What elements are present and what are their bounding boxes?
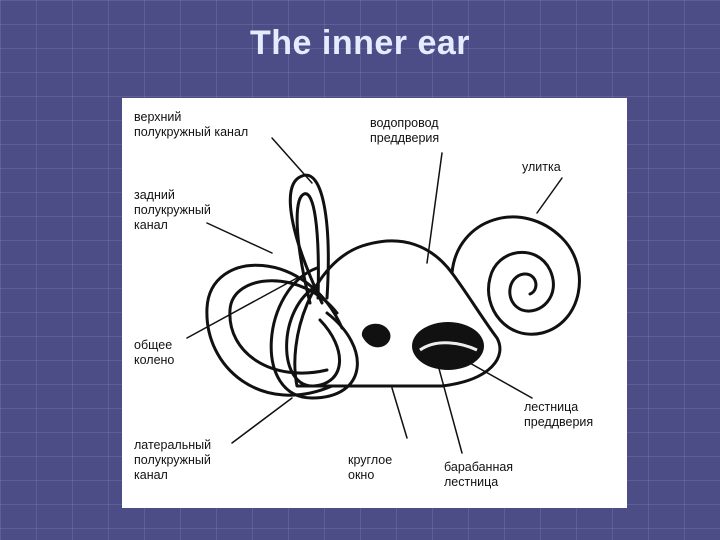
cochlea-shape [450, 215, 581, 336]
lateral-canal-shape [205, 263, 344, 397]
label-superior-canal: верхний полукружный канал [134, 110, 249, 139]
label-lateral-canal: латеральный полукружный канал [134, 438, 212, 482]
slide-title: The inner ear [249, 24, 470, 62]
inner-ear-drawing [186, 137, 581, 454]
label-vestibular-aqueduct: водопровод преддверия [370, 116, 440, 145]
label-round-window: круглое окно [348, 453, 393, 482]
inner-ear-diagram: верхний полукружный канал водопровод пре… [122, 98, 627, 508]
label-scala-vestibuli: лестница преддверия [524, 400, 594, 429]
label-common-crus: общее колено [134, 338, 175, 367]
scala-tympani-shape [412, 322, 484, 370]
label-scala-tympani: барабанная лестница [444, 460, 514, 489]
round-window-shape [361, 323, 391, 348]
label-posterior-canal: задний полукружный канал [134, 188, 211, 232]
posterior-canal-shape [269, 266, 359, 400]
vestibule-outline [293, 239, 502, 388]
label-cochlea: улитка [522, 160, 561, 174]
